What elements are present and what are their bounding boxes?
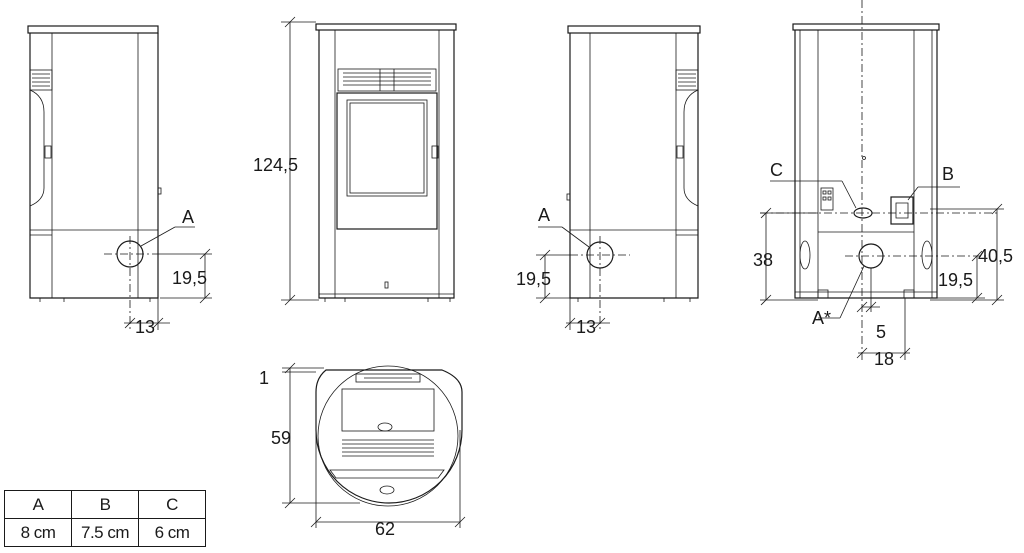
rear-top-cap [792,23,940,31]
label-c: C [770,160,783,180]
table-header-a: A [4,490,72,519]
table-value-a: 8 cm [4,518,72,547]
left-body-outline [29,33,159,299]
right-door-handle [676,145,684,159]
left-vent-grille [29,69,53,91]
table-header-row: A B C [4,490,206,519]
right-top-cap [567,25,701,34]
dim-rear-b-height: 40,5 [978,246,1013,266]
table-row: 8 cm 7.5 cm 6 cm [4,518,206,547]
dim-right-flue-offset: 13 [576,317,596,337]
dim-left-flue-height: 19,5 [172,268,207,288]
rear-body-outline [794,30,938,299]
top-control-display [355,373,421,383]
table-header-c: C [138,490,206,519]
front-view [281,16,457,306]
front-vent-grille [337,68,437,92]
dim-top-gap: 1 [259,368,269,388]
front-door [336,92,438,230]
dim-rear-offset-5: 5 [876,322,886,342]
right-body-outline [569,33,699,299]
front-door-handle [431,145,439,159]
top-view [282,362,466,528]
label-a-left: A [182,207,194,227]
rear-control-panel [820,187,834,211]
dim-right-flue-height: 19,5 [516,269,551,289]
dim-height-total: 124,5 [253,155,298,175]
label-a-right: A [538,205,550,225]
dim-top-width: 62 [375,519,395,539]
rear-view [760,0,1004,360]
left-top-cap [27,25,159,34]
top-vent-slots [342,439,434,457]
table-value-b: 7.5 cm [71,518,139,547]
flue-diameter-table: A B C 8 cm 7.5 cm 6 cm [4,490,206,547]
rear-outlet-b [890,196,914,225]
front-top-cap [315,23,457,31]
table-value-c: 6 cm [138,518,206,547]
dim-top-depth: 59 [271,428,291,448]
dim-left-flue-offset: 13 [135,317,155,337]
dim-rear-flue-height: 19,5 [938,270,973,290]
dim-rear-offset-18: 18 [874,349,894,369]
top-lid [341,388,435,432]
side-view-left [27,25,212,330]
left-door-handle [44,145,52,159]
top-outline [315,369,463,504]
side-view-right [536,25,701,330]
dim-rear-inlet-height: 38 [753,250,773,270]
front-body-outline [318,30,455,299]
label-a-star: A* [812,308,831,328]
label-b: B [942,164,954,184]
table-header-b: B [71,490,139,519]
right-vent-grille [675,69,699,91]
front-glass [349,102,425,194]
